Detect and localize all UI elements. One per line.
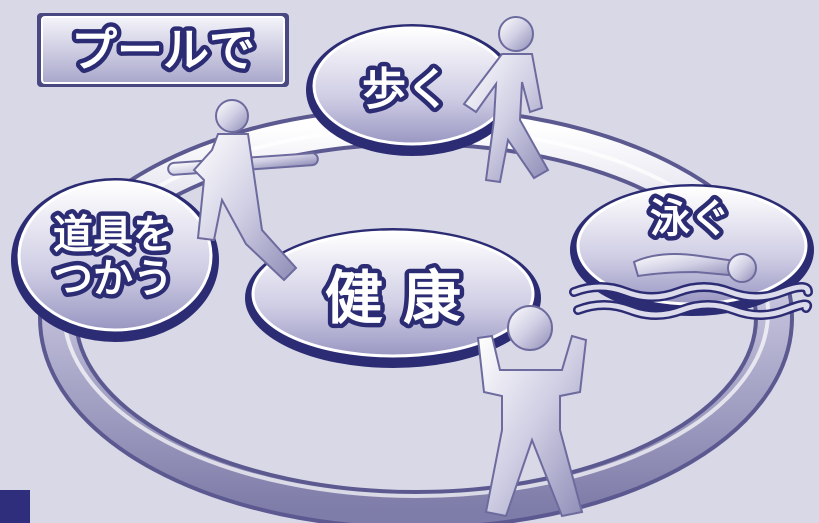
title-plate: プールで [37, 13, 289, 87]
node-walk-label: 歩く [362, 64, 450, 115]
title-text: プールで [71, 23, 255, 77]
walking-figure-icon [462, 16, 550, 184]
node-tools-label-line2: つかう [53, 256, 173, 302]
standing-figure-icon [476, 305, 588, 518]
swimmer-icon [569, 253, 813, 320]
node-tools-label-line1: 道具を [53, 212, 173, 258]
node-swim-label: 泳ぐ [650, 196, 730, 242]
node-center: 健 康 [245, 228, 541, 368]
node-tools: 道具を つかう [11, 178, 219, 342]
kickboard-figure-icon [167, 99, 319, 282]
center-label: 健 康 [325, 264, 461, 332]
corner-accent [0, 490, 30, 523]
